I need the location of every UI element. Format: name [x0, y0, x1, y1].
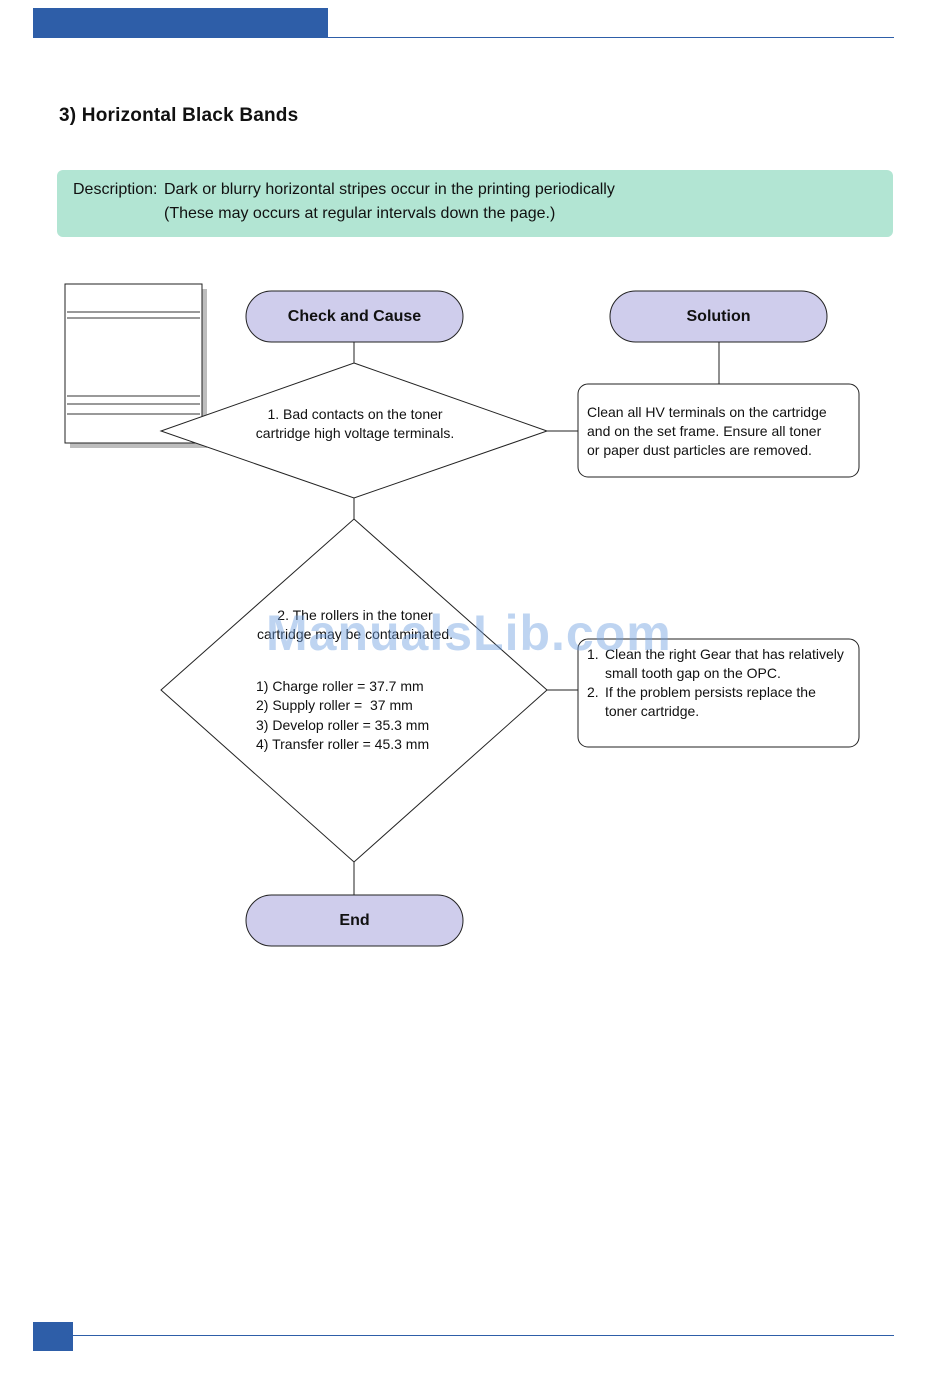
check-and-cause-label: Check and Cause [287, 308, 422, 325]
solution-2-text: 1. Clean the right Gear that has relativ… [587, 645, 849, 721]
decision-diamond-1 [159, 362, 549, 499]
step-1-line-2: cartridge high voltage terminals. [255, 425, 455, 441]
solution-1-text: Clean all HV terminals on the cartridge … [587, 403, 859, 460]
header-bar [33, 8, 328, 37]
step-1-text: 1. Bad contacts on the toner cartridge h… [214, 405, 496, 443]
header-rule [33, 37, 894, 38]
description-label: Description: [73, 181, 158, 198]
step-2-line-1: 2. The rollers in the toner [277, 607, 433, 623]
roller-list: 1) Charge roller = 37.7 mm 2) Supply rol… [256, 677, 429, 754]
solution-2-item: 2. If the problem persists replace the t… [587, 683, 849, 721]
description-line-2: (These may occurs at regular intervals d… [164, 205, 556, 222]
roller-item-charge: 1) Charge roller = 37.7 mm [256, 678, 424, 694]
roller-item-develop: 3) Develop roller = 35.3 mm [256, 716, 430, 733]
sample-page-illustration [64, 283, 207, 448]
end-label: End [339, 912, 370, 929]
decision-diamond-2 [160, 518, 548, 863]
roller-item-supply: 2) Supply roller = 37 mm [256, 697, 413, 714]
solution-2-item-number: 1. [587, 646, 599, 662]
roller-item-transfer: 4) Transfer roller = 45.3 mm [256, 735, 430, 752]
solution-1-line-2: and on the set frame. Ensure all toner [587, 423, 822, 439]
footer-bar [33, 1322, 73, 1351]
description-box: Description: Dark or blurry horizontal s… [57, 170, 893, 237]
step-1-line-1: 1. Bad contacts on the toner [267, 406, 443, 422]
step-2-line-2: cartridge may be contaminated. [256, 626, 454, 642]
solution-2-item-number: 2. [587, 684, 599, 700]
check-and-cause-pill [245, 290, 464, 343]
step-2-text: 2. The rollers in the toner cartridge ma… [214, 606, 496, 644]
solution-pill [609, 290, 828, 343]
solution-2-item-text: If the problem persists replace the tone… [605, 684, 816, 719]
solution-1-line-1: Clean all HV terminals on the cartridge [587, 404, 827, 420]
solution-1-line-3: or paper dust particles are removed. [587, 442, 812, 458]
solution-box-2 [577, 638, 860, 748]
connector-lines [353, 342, 720, 895]
solution-2-item-text: Clean the right Gear that has relatively… [605, 646, 844, 681]
footer-rule [73, 1335, 894, 1336]
solution-label: Solution [686, 308, 751, 325]
end-pill [245, 894, 464, 947]
solution-box-1 [577, 383, 860, 478]
watermark: ManualsLib.com [266, 605, 672, 661]
solution-2-item: 1. Clean the right Gear that has relativ… [587, 645, 849, 683]
description-line-1: Dark or blurry horizontal stripes occur … [164, 181, 615, 198]
section-title: 3) Horizontal Black Bands [59, 105, 299, 126]
